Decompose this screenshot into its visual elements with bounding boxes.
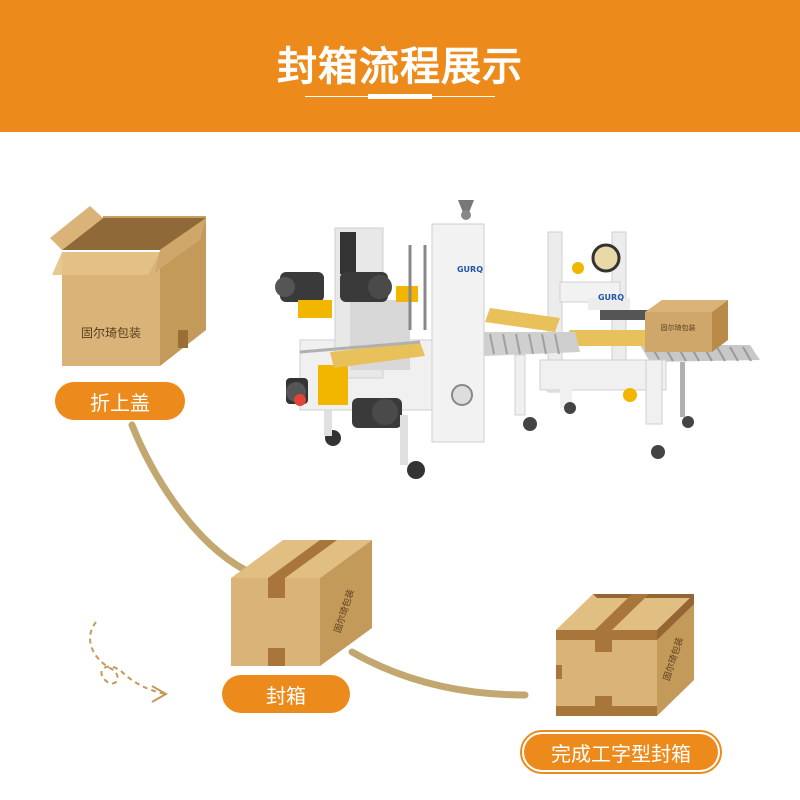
step-h-seal-complete: 完成工字型封箱 <box>524 734 718 770</box>
machine-logo: GURQ <box>598 293 624 302</box>
box-brand-text: 固尔琦包装 <box>661 323 696 332</box>
page-title: 封箱流程展示 <box>277 44 523 90</box>
step-h-seal-outline <box>520 730 722 774</box>
step-label: 封箱 <box>266 683 306 708</box>
step-seal-box: 封箱 <box>222 675 350 713</box>
step-label: 完成工字型封箱 <box>551 741 691 766</box>
folder-unit: GURQ <box>275 200 485 479</box>
step-label: 折上盖 <box>90 390 150 415</box>
step-fold-top-flaps: 折上盖 <box>55 382 185 420</box>
box-brand-text: 固尔琦包装 <box>81 325 141 340</box>
machine-box: 固尔琦包装 <box>645 300 728 352</box>
machine-logo: GURQ <box>457 265 483 274</box>
header-banner: 封箱流程展示 <box>0 0 800 132</box>
title-divider-accent <box>368 94 432 99</box>
middle-conveyor <box>478 308 580 431</box>
sealer-unit: GURQ <box>539 231 670 459</box>
dashed-arrow-icon <box>89 621 169 703</box>
